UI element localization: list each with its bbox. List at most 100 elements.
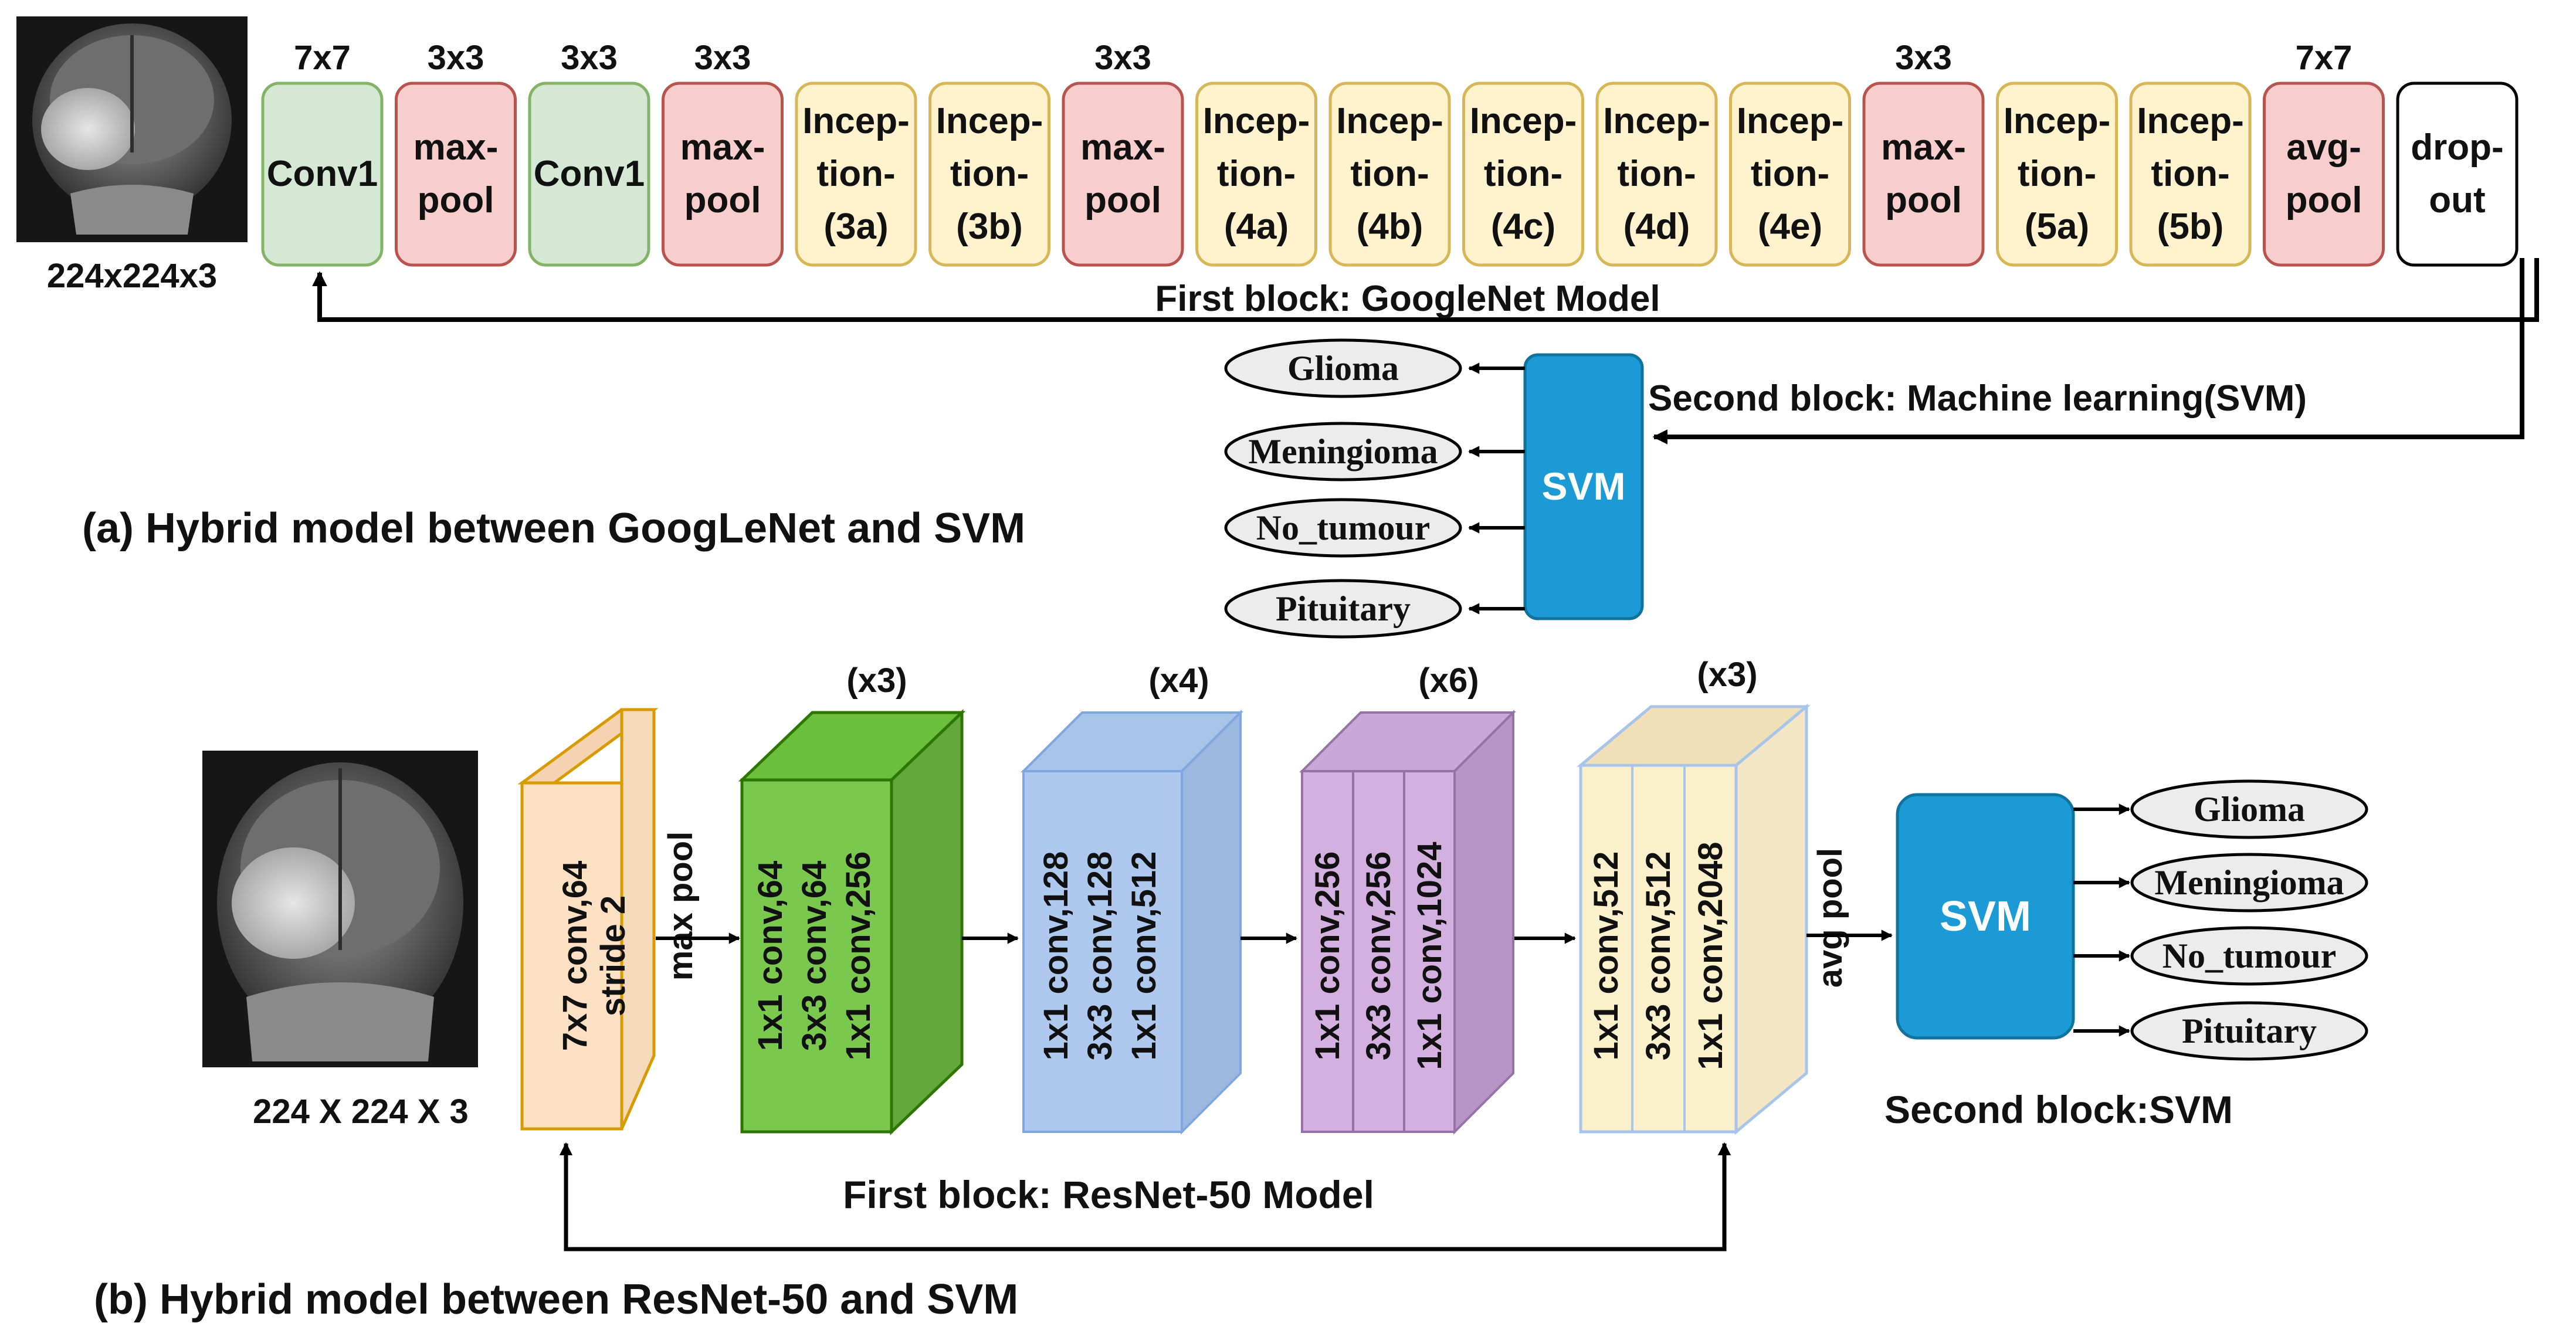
resnet-first-block-label: First block: ResNet-50 Model bbox=[843, 1173, 1374, 1216]
resnet-class-meningioma: Meningioma bbox=[2130, 853, 2368, 912]
resnet-stage-3-block bbox=[1299, 710, 1516, 1135]
resnet-stage-4-line-3: 1x1 conv,2048 bbox=[1692, 842, 1730, 1070]
resnet-stage-3-line-3: 1x1 conv,1024 bbox=[1411, 842, 1449, 1070]
resnet-feedback-arrow bbox=[559, 1142, 1731, 1251]
resnet-stage-2-repeat: (x4) bbox=[1148, 661, 1209, 700]
resnet-stage-4-line-2: 3x3 conv,512 bbox=[1639, 852, 1677, 1061]
googlenet-layer-kernel: 3x3 bbox=[428, 39, 484, 77]
googlenet-class-label: Meningioma bbox=[1248, 432, 1438, 471]
googlenet-layer-label-line: (5b) bbox=[2157, 206, 2224, 247]
resnet-class-glioma: Glioma bbox=[2130, 779, 2368, 839]
googlenet-layer-box bbox=[662, 82, 784, 267]
resnet-maxpool-label: max pool bbox=[662, 832, 700, 981]
googlenet-layer-label-line: (4e) bbox=[1758, 206, 1822, 247]
googlenet-layer-label-line: Incep- bbox=[1603, 101, 1710, 141]
resnet-stage-1-line-3: 1x1 conv,256 bbox=[839, 852, 877, 1061]
googlenet-layer-label-line: (4b) bbox=[1357, 206, 1423, 247]
googlenet-layer-label-line: Incep- bbox=[1737, 101, 1844, 141]
googlenet-layer-2: 3x3 max-pool bbox=[395, 39, 517, 267]
googlenet-layer-9: Incep-tion-(4b) bbox=[1328, 82, 1451, 267]
googlenet-layer-6: Incep-tion-(3b) bbox=[928, 82, 1050, 267]
googlenet-layer-kernel: 3x3 bbox=[1895, 39, 1952, 77]
googlenet-layer-box bbox=[1195, 82, 1317, 267]
googlenet-layer-box bbox=[1595, 82, 1718, 267]
googlenet-layer-label-line: Incep- bbox=[802, 101, 910, 141]
googlenet-class-meningioma: Meningioma bbox=[1224, 422, 1462, 481]
googlenet-class-glioma: Glioma bbox=[1224, 338, 1462, 398]
googlenet-layer-label-line: tion- bbox=[2151, 154, 2229, 194]
resnet-class-ellipse bbox=[2130, 779, 2368, 839]
googlenet-layer-15: Incep-tion-(5b) bbox=[2129, 82, 2252, 267]
resnet-stage-2-line-1: 1x1 conv,128 bbox=[1037, 852, 1075, 1061]
googlenet-layer-label-line: Incep- bbox=[1470, 101, 1577, 141]
googlenet-layer-label-line: avg- bbox=[2286, 127, 2361, 168]
resnet-stage-1-line-1: 1x1 conv,64 bbox=[751, 861, 789, 1051]
resnet-class-label: Meningioma bbox=[2154, 863, 2344, 902]
resnet-stage-4-repeat: (x3) bbox=[1697, 656, 1757, 694]
googlenet-layer-box bbox=[928, 82, 1050, 267]
googlenet-layer-label-line: (5a) bbox=[2025, 206, 2089, 247]
googlenet-class-ellipse bbox=[1224, 338, 1462, 398]
googlenet-class-pituitary: Pituitary bbox=[1224, 579, 1462, 639]
googlenet-layer-kernel: 3x3 bbox=[561, 39, 618, 77]
googlenet-layer-label-line: Incep- bbox=[1203, 101, 1310, 141]
resnet-stage-4-line-1: 1x1 conv,512 bbox=[1587, 852, 1625, 1061]
googlenet-layer-box bbox=[1062, 82, 1184, 267]
googlenet-layer-box bbox=[1996, 82, 2118, 267]
resnet-class-pituitary: Pituitary bbox=[2130, 1001, 2368, 1061]
googlenet-layer-label-line: max- bbox=[413, 127, 499, 168]
googlenet-layer-label-line: tion- bbox=[1751, 154, 1829, 194]
googlenet-class-label: Pituitary bbox=[1276, 589, 1411, 628]
googlenet-layer-box bbox=[2129, 82, 2252, 267]
resnet-class-label: No_tumour bbox=[2163, 937, 2337, 975]
resnet-class-no-tumour: No_tumour bbox=[2130, 926, 2368, 986]
googlenet-layer-label-line: (4a) bbox=[1224, 206, 1289, 247]
googlenet-layer-box bbox=[2263, 82, 2385, 267]
googlenet-layer-label-line: tion- bbox=[1350, 154, 1429, 194]
googlenet-layer-8: Incep-tion- (4a) bbox=[1195, 82, 1317, 267]
googlenet-layer-label-line: pool bbox=[1885, 180, 1962, 220]
googlenet-layer-box bbox=[528, 82, 650, 267]
googlenet-layer-label-line: Incep- bbox=[2004, 101, 2111, 141]
googlenet-layer-14: Incep-tion-(5a) bbox=[1996, 82, 2118, 267]
resnet-class-ellipse bbox=[2130, 926, 2368, 986]
svm-box-b bbox=[1896, 793, 2075, 1040]
svm-label-b: SVM bbox=[1940, 893, 2031, 940]
resnet-stage-4-block bbox=[1577, 703, 1811, 1135]
googlenet-layer-label-line: pool bbox=[418, 180, 494, 220]
resnet-stem-line-2: stride 2 bbox=[594, 895, 632, 1016]
googlenet-layer-box bbox=[2396, 82, 2519, 267]
googlenet-class-ellipse bbox=[1224, 579, 1462, 639]
googlenet-layer-label-line: pool bbox=[684, 180, 761, 220]
googlenet-layer-box bbox=[395, 82, 517, 267]
googlenet-feedback-arrow bbox=[312, 258, 2539, 322]
googlenet-layer-label-line: tion- bbox=[1617, 154, 1696, 194]
googlenet-layer-label-line: (3a) bbox=[823, 206, 888, 247]
googlenet-layer-label-line: tion- bbox=[1217, 154, 1296, 194]
googlenet-input-size: 224x224x3 bbox=[47, 257, 217, 295]
mri-image-a bbox=[16, 16, 248, 242]
googlenet-layer-11: Incep-tion-(4d) bbox=[1595, 82, 1718, 267]
googlenet-layer-label-line: out bbox=[2429, 180, 2485, 220]
googlenet-first-block-label: First block: GoogleNet Model bbox=[1155, 279, 1660, 319]
resnet-stage-3-line-1: 1x1 conv,256 bbox=[1309, 852, 1347, 1061]
googlenet-class-ellipse bbox=[1224, 498, 1462, 558]
googlenet-layer-box bbox=[1862, 82, 1985, 267]
googlenet-layer-17: drop-out bbox=[2396, 82, 2519, 267]
resnet-stage-3-line-2: 3x3 conv,256 bbox=[1360, 852, 1398, 1061]
mri-image-b bbox=[202, 751, 478, 1067]
resnet-stage-1-line-2: 3x3 conv,64 bbox=[795, 861, 833, 1051]
googlenet-layer-label-line: Conv1 bbox=[534, 154, 645, 194]
resnet-class-label: Glioma bbox=[2194, 790, 2305, 829]
resnet-class-ellipse bbox=[2130, 853, 2368, 912]
googlenet-layer-label-line: pool bbox=[2286, 180, 2363, 220]
googlenet-layer-label-line: Incep- bbox=[936, 101, 1043, 141]
googlenet-layer-kernel: 3x3 bbox=[694, 39, 751, 77]
dropout-to-svm-arrow bbox=[1652, 258, 2524, 445]
googlenet-layer-box bbox=[1729, 82, 1851, 267]
